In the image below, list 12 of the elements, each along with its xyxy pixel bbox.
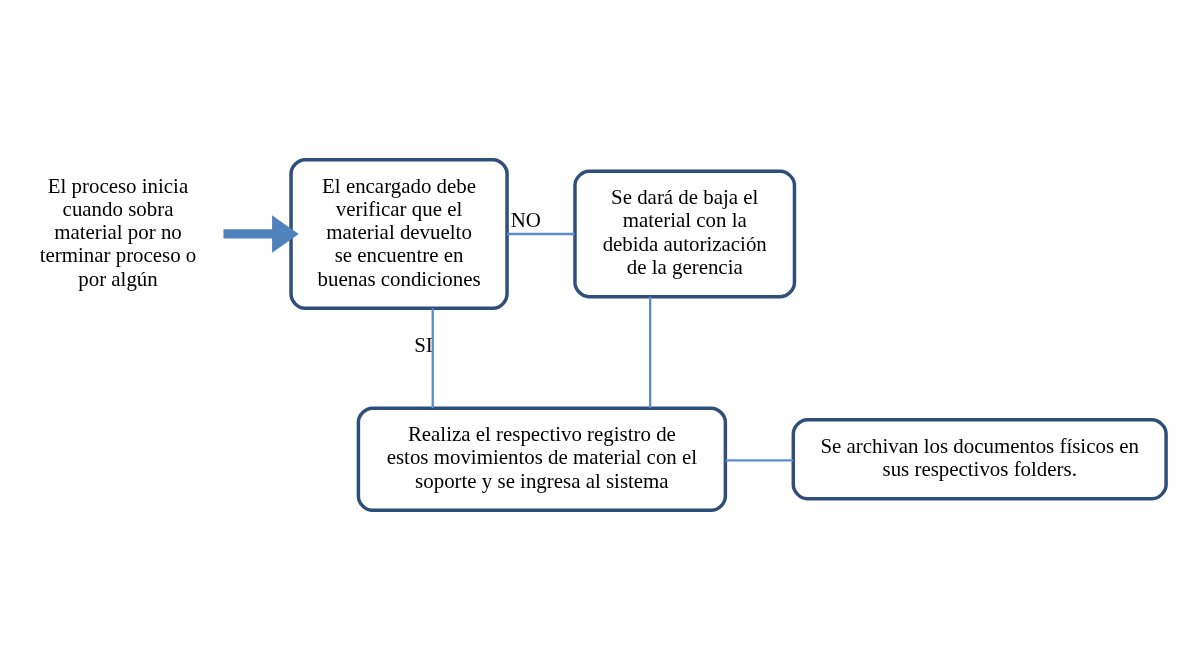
node-box: Se dará de baja el material con la debida autorización de la gerencia — [573, 169, 797, 298]
edge-label: SI — [414, 332, 433, 357]
connector — [431, 307, 434, 408]
arrow — [223, 214, 299, 253]
node-box: El encargado debe verificar que el material devuelto se encuentre en buenas condiciones — [289, 157, 509, 310]
edge-label: NO — [510, 207, 541, 232]
node-text: El proceso inicia cuando sobra material por no terminar proceso o por algún — [39, 173, 197, 291]
node-box: Realiza el respectivo registro de estos movimientos de material con el soporte y se ingresa al sistema — [356, 405, 728, 512]
connector — [725, 458, 794, 462]
node-box: Se archivan los documentos físicos en sus respectivos folders. — [791, 417, 1168, 500]
connector — [507, 232, 575, 235]
connector — [649, 296, 652, 408]
